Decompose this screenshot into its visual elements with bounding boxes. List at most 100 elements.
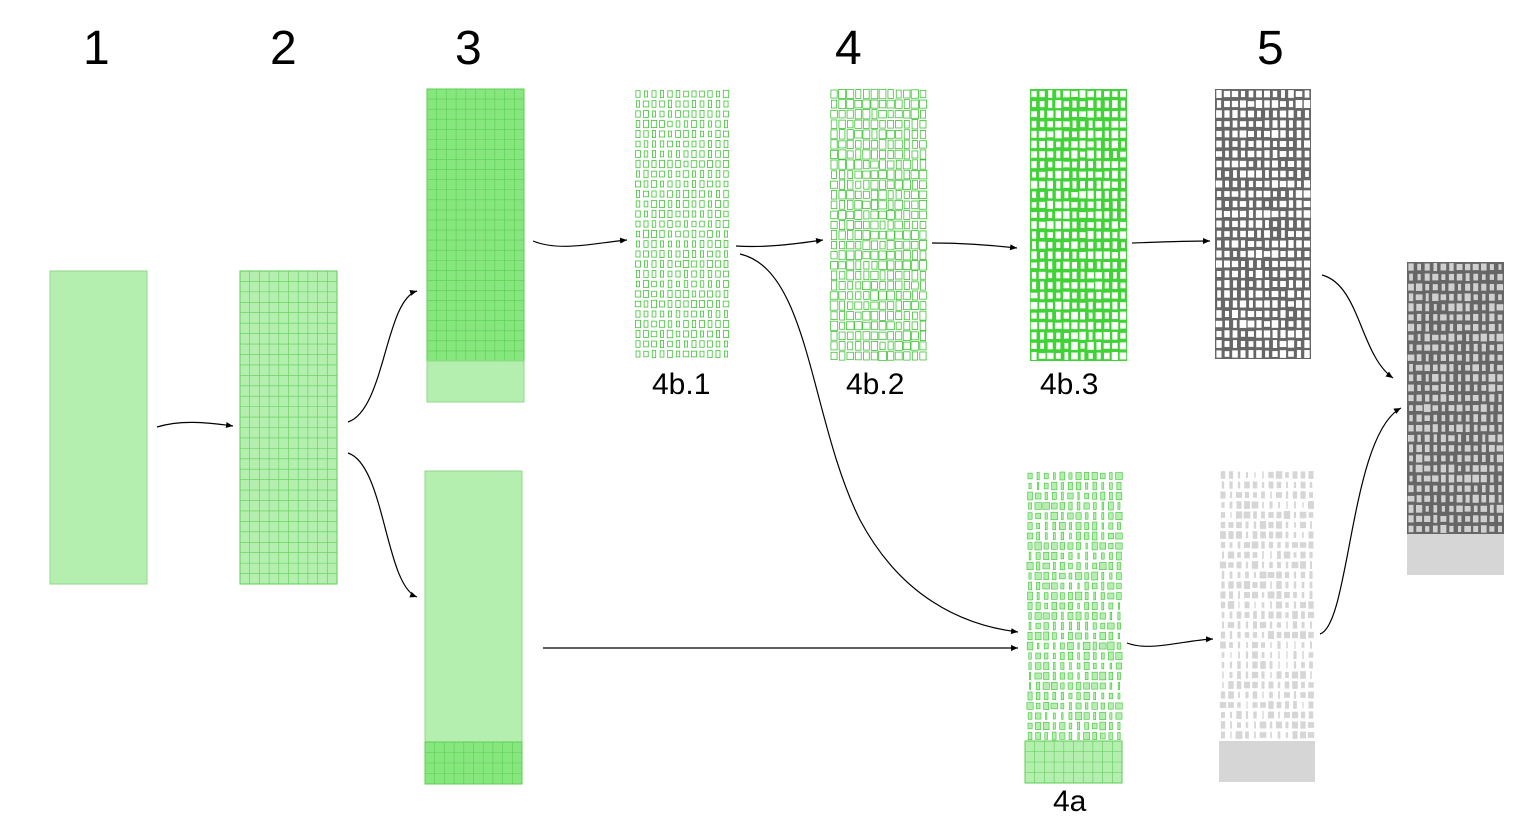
block-5-light-cell [1238,591,1240,599]
block-5-dark-cell [1288,150,1294,158]
block-4a-cell [1084,581,1089,591]
block-4a-cell [1109,491,1113,501]
block-5-light-cell [1238,692,1240,698]
block-5-light-cell [1229,571,1233,579]
block-4a-cell [1026,532,1034,540]
block-5-light-cell [1285,521,1289,529]
block-4a-cell [1053,662,1056,670]
block-4a-cell [1100,622,1106,630]
block-4a-cell [1036,561,1041,571]
block-5-light-cell [1230,512,1232,518]
block-4a-cell [1051,632,1057,640]
block-4b3-cell [1047,110,1054,118]
block-final-cell [1441,344,1446,352]
block-5-light-cell [1260,531,1266,539]
block-5-light-cell [1245,671,1249,679]
block-4b2-cell [903,149,910,160]
block-4b2-cell [862,310,871,321]
block-4a-cell [1116,592,1122,600]
block-5-dark-cell [1296,290,1302,298]
block-4b2-cell [829,300,839,311]
block-4a-cell [1084,532,1090,540]
block-4b3-cell [1088,120,1093,129]
block-4b1-cell [667,349,673,359]
block-final-cell [1473,343,1478,352]
block-5-dark-cell [1288,271,1294,277]
block-4a-cell [1034,492,1042,500]
block-5-light-cell [1301,621,1305,629]
block-final-cell [1417,263,1422,271]
block-4a-cell [1044,512,1048,520]
block-5-light-cell [1260,702,1266,708]
block-5-light-cell [1253,511,1257,519]
block-5-dark-cell [1256,150,1262,158]
block-5-light-cell [1270,581,1272,589]
block-5-dark-cell [1265,170,1269,178]
block-final-cell [1425,374,1429,382]
block-5-dark-cell [1304,330,1310,338]
block-4b2-cell [887,351,895,361]
block-4b3-cell [1056,90,1061,98]
block-4b2-cell [854,220,862,230]
block-4b1-cell [660,240,664,248]
block-5-dark-cell [1240,220,1246,228]
block-final-bg [1407,262,1504,534]
block-4a-cell [1035,512,1041,520]
block-4b3-cell [1056,272,1061,279]
block-4b2-cell [837,149,847,160]
block-5-light-cell [1245,571,1249,579]
block-final-cell [1433,354,1438,361]
block-4b2-cell [830,89,838,99]
block-4b3-cell [1088,241,1094,249]
block-5-light-cell [1283,712,1291,718]
block-4b3-cell [1047,200,1054,209]
block-5-dark-cell [1216,350,1222,358]
block-4b1-cell [700,250,704,258]
block-4b1-cell [651,340,657,348]
block-4b1-cell [691,280,697,288]
block-final-cell [1497,525,1502,533]
block-4a-cell [1034,612,1042,620]
block-final-cell [1409,455,1413,462]
block-5-dark-cell [1232,110,1238,118]
block-5-light-cell [1309,561,1313,569]
block-4b3-cell [1079,302,1086,309]
block-5-dark-cell [1280,300,1286,308]
block-4a-cell [1050,542,1058,550]
block-4b3-cell [1056,141,1061,148]
block-5-dark-cell [1216,130,1222,138]
block-5-light-cell [1308,652,1314,658]
block-4b2-cell [870,189,879,200]
block-4b1-cell [690,160,698,168]
block-final-cell [1464,485,1471,492]
block-5-light-cell [1302,532,1304,538]
block-4a-cell [1053,642,1056,650]
block-5-light-cell [1236,711,1242,719]
block-4a-cell [1043,482,1049,490]
block-4b3-cell [1088,180,1094,189]
block-4a-cell [1035,702,1041,710]
block-5-light-cell [1300,711,1306,719]
block-4b1-cell [660,280,664,288]
block-4b2-cell [911,260,919,271]
block-5-light-cell [1291,671,1299,679]
block-final-cell [1480,525,1487,533]
block-5-dark-cell [1216,90,1222,98]
block-4a-cell [1077,552,1080,560]
block-final-cell [1449,515,1454,523]
block-4b1-cell [699,130,705,138]
block-4b1-cell [715,250,721,258]
block-final-cell [1489,303,1495,312]
block-4b3-cell [1063,110,1069,118]
block-4b2-cell [831,241,837,250]
block-5-light-cell [1292,731,1298,739]
block-4a-cell [1052,571,1057,581]
block-5-dark-cell [1248,180,1254,188]
block-4a-cell [1108,542,1114,550]
block-4a-cell [1044,521,1048,531]
block-5-dark-cell [1249,281,1253,287]
block-4a-cell [1068,722,1073,730]
block-4a-cell [1085,621,1088,631]
block-5-light-cell [1261,592,1265,598]
block-5-light-cell [1220,521,1226,529]
